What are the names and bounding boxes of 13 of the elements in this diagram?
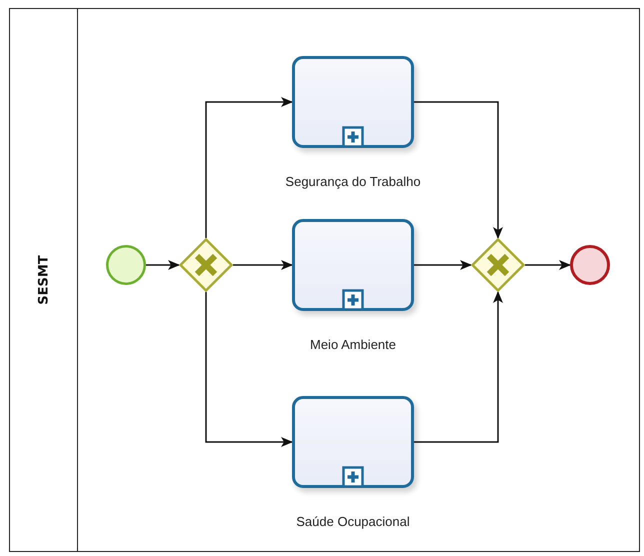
task-label: Meio Ambiente xyxy=(310,337,396,352)
sequence-flow-arrow xyxy=(233,260,293,270)
sequence-flow-arrow xyxy=(205,292,293,447)
sequence-flow-arrow xyxy=(205,97,293,238)
sequence-flow-arrow xyxy=(414,101,503,239)
lane-title: SESMT xyxy=(36,255,52,305)
sequence-flow-arrow xyxy=(146,260,180,270)
pool xyxy=(9,8,640,552)
sequence-flow-arrow xyxy=(414,291,503,443)
task-label: Saúde Ocupacional xyxy=(296,514,410,529)
sequence-flow-arrow xyxy=(525,260,571,270)
task-label: Segurança do Trabalho xyxy=(285,174,421,189)
sequence-flow-arrow xyxy=(414,260,472,270)
